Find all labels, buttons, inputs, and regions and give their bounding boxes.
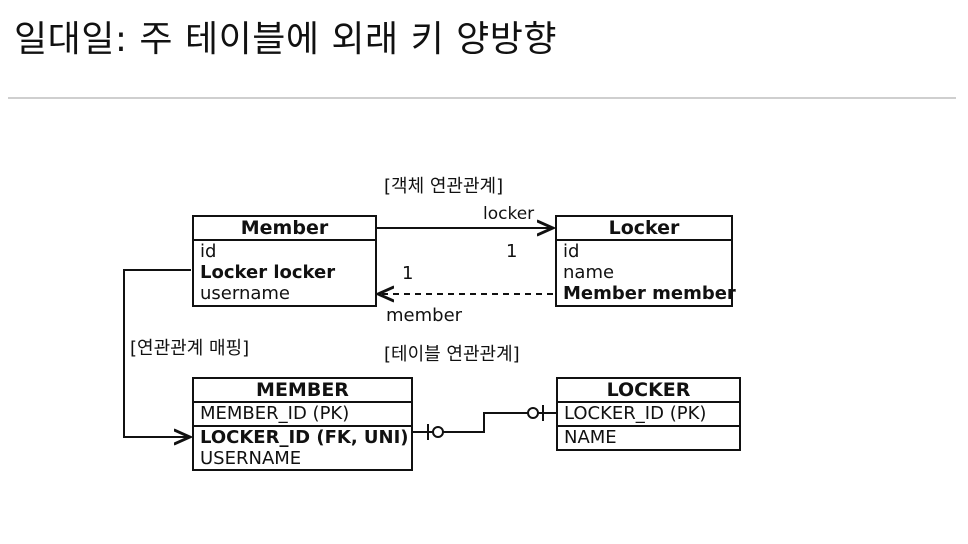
member-table-pk: MEMBER_ID (PK) <box>194 403 411 427</box>
locker-field-id: id <box>563 241 580 262</box>
multiplicity-locker-end: 1 <box>506 241 518 262</box>
multiplicity-member-end: 1 <box>402 263 414 284</box>
locker-class-box: Locker id name Member member <box>555 215 736 307</box>
locker-table-name-col: NAME <box>564 427 617 448</box>
locker-field-name: name <box>563 262 615 283</box>
locker-class-name: Locker <box>557 217 731 241</box>
locker-role-label: locker <box>483 204 535 224</box>
member-field-locker: Locker locker <box>200 262 336 283</box>
table-relation-label: [테이블 연관관계] <box>384 344 520 365</box>
member-table-box: MEMBER MEMBER_ID (PK) LOCKER_ID (FK, UNI… <box>192 377 413 471</box>
member-field-id: id <box>200 241 217 262</box>
member-role-label: member <box>386 305 463 326</box>
member-table-name: MEMBER <box>194 379 411 403</box>
locker-table-name: LOCKER <box>558 379 739 403</box>
member-table-fk: LOCKER_ID (FK, UNI) <box>200 427 409 448</box>
er-zero-circle-locker <box>527 407 539 419</box>
er-relationship-line <box>412 412 556 433</box>
member-class-name: Member <box>194 217 375 241</box>
object-relation-label: [객체 연관관계] <box>384 176 504 197</box>
mapping-label: [연관관계 매핑] <box>130 338 250 359</box>
locker-field-member: Member member <box>563 283 736 304</box>
member-field-username: username <box>200 283 290 304</box>
er-zero-circle-member <box>432 426 444 438</box>
member-table-username: USERNAME <box>200 448 302 469</box>
mapping-arrow <box>123 269 191 437</box>
title-divider <box>8 97 956 99</box>
locker-table-pk: LOCKER_ID (PK) <box>558 403 739 427</box>
locker-table-box: LOCKER LOCKER_ID (PK) NAME <box>556 377 741 451</box>
slide-title: 일대일: 주 테이블에 외래 키 양방향 <box>14 19 558 60</box>
member-class-box: Member id Locker locker username <box>192 215 377 307</box>
